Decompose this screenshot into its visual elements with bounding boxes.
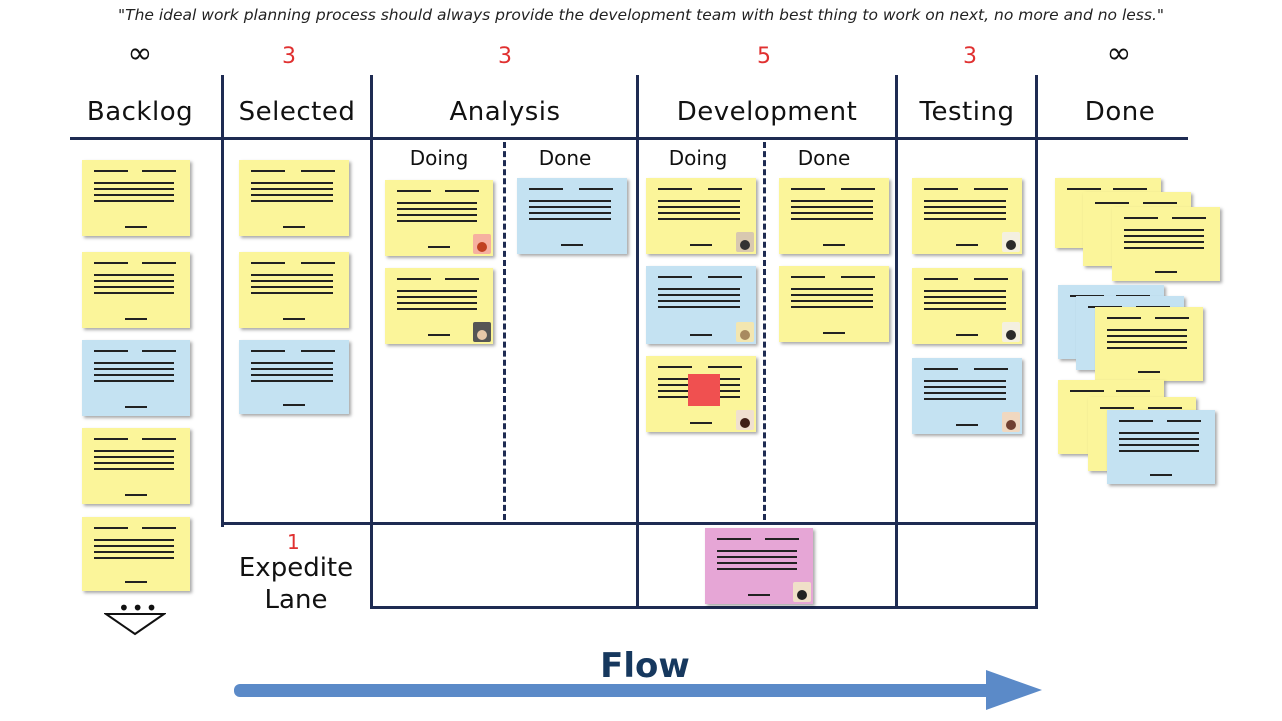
development-doing-label: Doing <box>668 146 728 170</box>
person-avatar-icon <box>736 322 754 342</box>
header-divider <box>70 137 1188 140</box>
kanban-card[interactable] <box>912 358 1022 434</box>
expedite-label-line1: Expedite <box>238 553 354 583</box>
person-avatar-icon <box>793 582 811 602</box>
right-arrow-icon <box>234 670 1042 710</box>
kanban-card[interactable] <box>779 178 889 254</box>
down-triangle-icon <box>104 613 166 636</box>
analysis-limit: 3 <box>498 44 512 69</box>
analysis-doing-label: Doing <box>409 146 469 170</box>
kanban-card[interactable] <box>82 340 190 416</box>
kanban-card[interactable] <box>646 356 756 432</box>
kanban-card[interactable] <box>82 252 190 328</box>
selected-limit: 3 <box>282 44 296 69</box>
expedite-label-line2: Lane <box>264 585 328 615</box>
expedite-lane-top-border <box>221 522 1038 525</box>
column-title-analysis: Analysis <box>449 97 561 127</box>
blocker-sticky-icon <box>688 374 720 406</box>
development-done-label: Done <box>797 146 851 170</box>
kanban-card[interactable] <box>912 268 1022 344</box>
expedite-lane-label: Expedite Lane <box>226 552 366 616</box>
kanban-card[interactable] <box>239 252 349 328</box>
kanban-card[interactable] <box>385 180 493 256</box>
column-divider <box>370 75 373 609</box>
column-title-done: Done <box>1084 97 1156 127</box>
person-avatar-icon <box>473 234 491 254</box>
testing-limit: 3 <box>963 44 977 69</box>
kanban-card[interactable] <box>239 160 349 236</box>
kanban-card[interactable] <box>1107 410 1215 484</box>
kanban-card[interactable] <box>1095 307 1203 381</box>
kanban-card[interactable] <box>646 178 756 254</box>
expedite-limit: 1 <box>287 530 300 554</box>
person-avatar-icon <box>736 410 754 430</box>
column-title-selected: Selected <box>238 97 356 127</box>
header-quote: "The ideal work planning process should … <box>117 6 1165 24</box>
person-avatar-icon <box>736 232 754 252</box>
analysis-subcolumn-divider <box>503 142 506 520</box>
kanban-card[interactable] <box>1112 207 1220 281</box>
column-divider <box>636 75 639 609</box>
analysis-done-label: Done <box>538 146 592 170</box>
expedite-lane-bottom-border <box>370 606 1038 609</box>
kanban-card[interactable] <box>912 178 1022 254</box>
person-avatar-icon <box>1002 322 1020 342</box>
column-divider <box>895 75 898 609</box>
column-divider <box>221 75 224 527</box>
column-title-testing: Testing <box>919 97 1015 127</box>
development-limit: 5 <box>757 44 771 69</box>
kanban-card[interactable] <box>779 266 889 342</box>
kanban-card[interactable] <box>646 266 756 344</box>
backlog-limit: ∞ <box>127 36 153 71</box>
column-title-development: Development <box>676 97 858 127</box>
kanban-card[interactable] <box>82 517 190 591</box>
done-limit: ∞ <box>1106 36 1132 71</box>
column-title-backlog: Backlog <box>86 97 194 127</box>
kanban-card[interactable] <box>385 268 493 344</box>
flow-label: Flow <box>600 646 690 686</box>
kanban-card[interactable] <box>517 178 627 254</box>
development-subcolumn-divider <box>763 142 766 520</box>
person-avatar-icon <box>1002 232 1020 252</box>
column-divider <box>1035 75 1038 609</box>
person-avatar-icon <box>473 322 491 342</box>
kanban-card[interactable] <box>82 160 190 236</box>
person-avatar-icon <box>1002 412 1020 432</box>
kanban-card[interactable] <box>239 340 349 414</box>
kanban-card[interactable] <box>82 428 190 504</box>
expedite-card[interactable] <box>705 528 813 604</box>
